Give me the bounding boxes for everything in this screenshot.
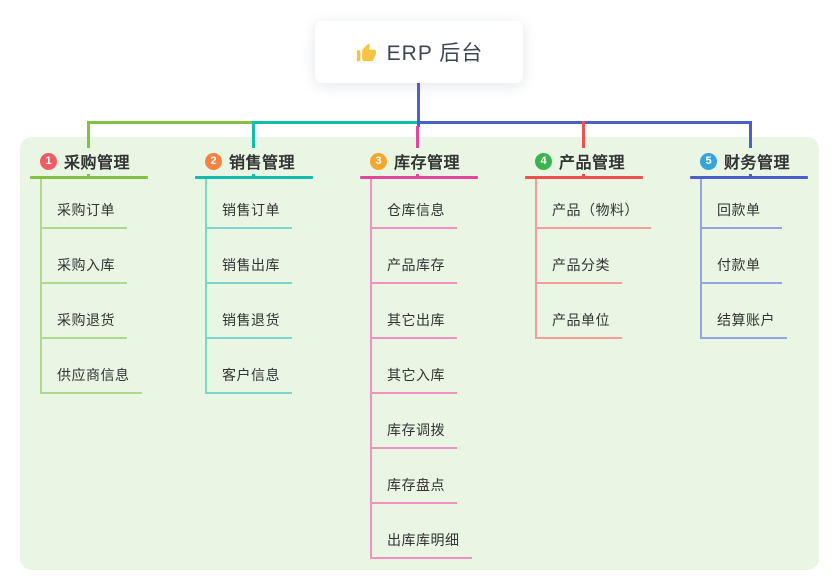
branch-node[interactable]: 5 财务管理 <box>690 148 799 174</box>
child-node[interactable]: 回款单 <box>702 179 782 229</box>
branch-node[interactable]: 2 销售管理 <box>195 148 304 174</box>
branch-2: 2 销售管理销售订单销售出库销售退货客户信息 <box>195 148 313 394</box>
branch-number-badge: 5 <box>700 152 717 170</box>
child-node[interactable]: 供应商信息 <box>42 339 142 394</box>
branch-label: 销售管理 <box>229 155 296 172</box>
branch-number-badge: 3 <box>370 152 387 170</box>
child-node[interactable]: 销售退货 <box>207 284 292 339</box>
branch-1: 1 采购管理采购订单采购入库采购退货供应商信息 <box>30 148 148 394</box>
child-node[interactable]: 销售订单 <box>207 179 292 229</box>
branch-4: 4 产品管理产品（物料）产品分类产品单位 <box>525 148 651 339</box>
branch-underline <box>30 176 148 179</box>
branch-5: 5 财务管理回款单付款单结算账户 <box>690 148 808 339</box>
child-node[interactable]: 其它入库 <box>372 339 457 394</box>
branch-children: 回款单付款单结算账户 <box>700 179 787 339</box>
branch-label: 财务管理 <box>724 155 791 172</box>
child-node[interactable]: 采购订单 <box>42 179 127 229</box>
child-node[interactable]: 库存盘点 <box>372 449 457 504</box>
thumbs-up-icon <box>355 41 378 64</box>
child-node[interactable]: 采购退货 <box>42 284 127 339</box>
child-node[interactable]: 产品分类 <box>537 229 622 284</box>
branch-node[interactable]: 1 采购管理 <box>30 148 139 174</box>
branches-panel <box>20 137 819 570</box>
branch-node[interactable]: 3 库存管理 <box>360 148 469 174</box>
child-node[interactable]: 出库库明细 <box>372 504 472 559</box>
root-label: ERP 后台 <box>386 42 484 65</box>
branch-number-badge: 4 <box>535 152 552 170</box>
branch-underline <box>360 176 478 179</box>
child-node[interactable]: 其它出库 <box>372 284 457 339</box>
child-node[interactable]: 付款单 <box>702 229 782 284</box>
branch-children: 仓库信息产品库存其它出库其它入库库存调拨库存盘点出库库明细 <box>370 179 472 559</box>
branch-3: 3 库存管理仓库信息产品库存其它出库其它入库库存调拨库存盘点出库库明细 <box>360 148 478 559</box>
branch-node[interactable]: 4 产品管理 <box>525 148 634 174</box>
child-node[interactable]: 仓库信息 <box>372 179 457 229</box>
branch-label: 库存管理 <box>394 155 461 172</box>
root-node[interactable]: ERP 后台 <box>315 21 523 83</box>
child-node[interactable]: 采购入库 <box>42 229 127 284</box>
branch-children: 产品（物料）产品分类产品单位 <box>535 179 651 339</box>
branch-children: 销售订单销售出库销售退货客户信息 <box>205 179 292 394</box>
branch-underline <box>525 176 643 179</box>
connector-bus-segment-middle <box>252 121 417 124</box>
connector-root-line <box>417 83 420 127</box>
child-node[interactable]: 产品库存 <box>372 229 457 284</box>
child-node[interactable]: 销售出库 <box>207 229 292 284</box>
branch-children: 采购订单采购入库采购退货供应商信息 <box>40 179 142 394</box>
child-node[interactable]: 产品（物料） <box>537 179 651 229</box>
connector-bus-segment-left <box>87 121 252 124</box>
branch-number-badge: 1 <box>40 152 57 170</box>
branch-number-badge: 2 <box>205 152 222 170</box>
child-node[interactable]: 库存调拨 <box>372 394 457 449</box>
child-node[interactable]: 结算账户 <box>702 284 787 339</box>
branch-label: 产品管理 <box>559 155 626 172</box>
branch-label: 采购管理 <box>64 155 131 172</box>
branch-underline <box>195 176 313 179</box>
child-node[interactable]: 客户信息 <box>207 339 292 394</box>
branch-underline <box>690 176 808 179</box>
child-node[interactable]: 产品单位 <box>537 284 622 339</box>
